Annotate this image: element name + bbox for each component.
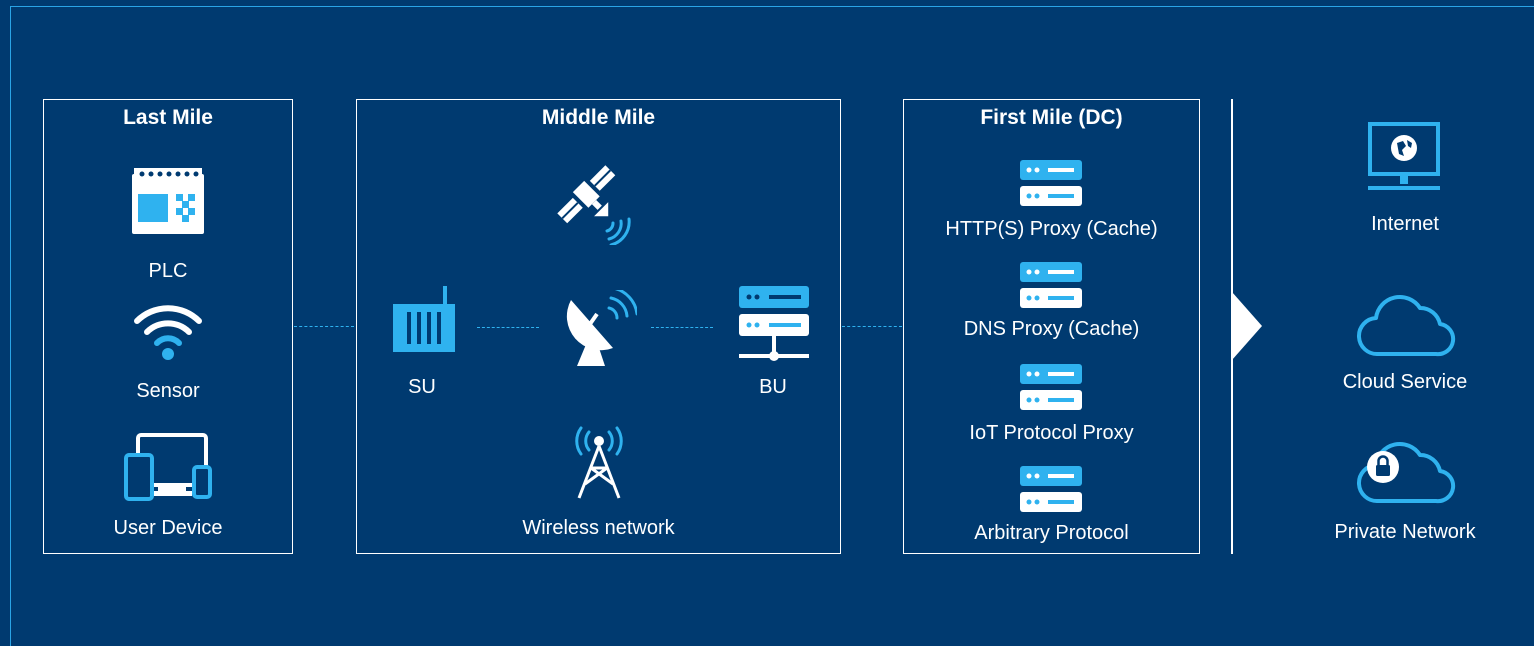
first-mile-title: First Mile (DC): [980, 106, 1123, 129]
dns-proxy-label: DNS Proxy (Cache): [963, 318, 1140, 340]
iot-proxy-label: IoT Protocol Proxy: [969, 422, 1134, 444]
dish-icon: [566, 290, 637, 366]
bu-server-icon: [739, 286, 809, 361]
connector-middle-first: [842, 326, 902, 327]
connector-dish-bu: [651, 327, 713, 328]
wireless-network-label: Wireless network: [522, 517, 675, 539]
server-icon: [1020, 262, 1082, 308]
private-network-label: Private Network: [1334, 521, 1476, 543]
sensor-label: Sensor: [136, 380, 200, 402]
plc-label: PLC: [148, 260, 188, 282]
server-icon: [1020, 466, 1082, 512]
wifi-sensor-icon: [134, 305, 202, 360]
tower-icon: [575, 426, 623, 499]
last-mile-title: Last Mile: [123, 106, 213, 129]
satellite-icon: [557, 165, 631, 245]
http-proxy-label: HTTP(S) Proxy (Cache): [945, 218, 1158, 240]
server-icon: [1020, 160, 1082, 206]
internet-monitor-icon: [1368, 122, 1440, 190]
middle-mile-title: Middle Mile: [541, 106, 656, 129]
last-mile-box: Last Mile PLC Sensor User Devi: [43, 99, 293, 554]
arrow-right-icon: [1232, 292, 1262, 360]
lock-cloud-icon: [1356, 441, 1456, 504]
internet-label: Internet: [1371, 213, 1439, 235]
connector-su-dish: [477, 327, 539, 328]
su-label: SU: [408, 376, 436, 398]
server-icon: [1020, 364, 1082, 410]
user-device-label: User Device: [113, 517, 223, 539]
cloud-icon: [1356, 294, 1456, 357]
middle-mile-box: Middle Mile SU: [356, 99, 841, 554]
bu-label: BU: [759, 376, 787, 398]
cloud-service-label: Cloud Service: [1342, 371, 1468, 393]
plc-icon: [132, 168, 204, 234]
devices-icon: [124, 433, 212, 501]
diagram-frame: [10, 6, 1534, 646]
connector-last-middle: [294, 326, 354, 327]
su-icon: [393, 286, 455, 352]
first-mile-box: First Mile (DC) HTTP(S) Proxy (Cache) DN…: [903, 99, 1200, 554]
arbitrary-protocol-label: Arbitrary Protocol: [974, 522, 1129, 544]
